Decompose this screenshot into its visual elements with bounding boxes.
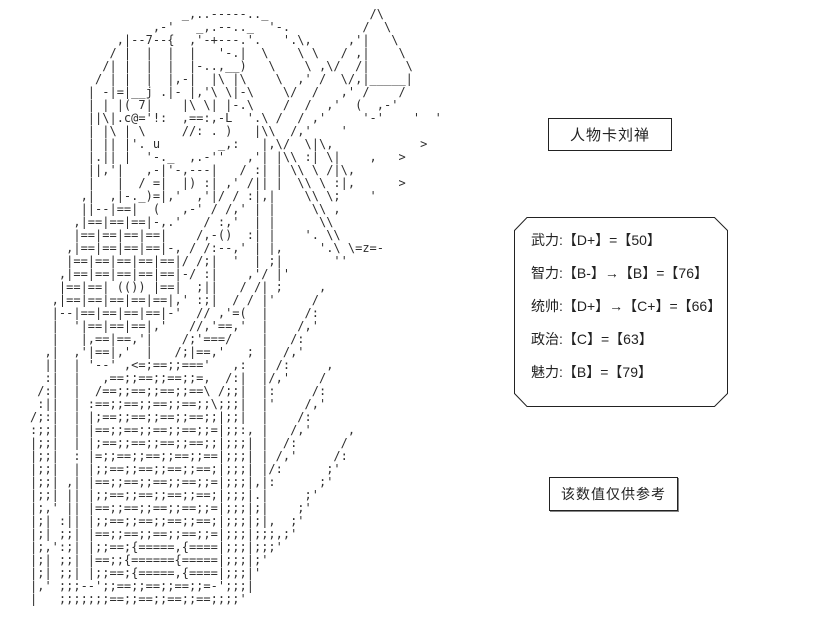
ascii-art: _,..-----.._ /\ ,-' _,.--.._ '-. / \ ,|-…	[30, 7, 442, 606]
stats-box: 武力:【D+】=【50】 智力:【B-】→【B】=【76】 统帅:【D+】→【C…	[514, 217, 728, 407]
stat-line-charm: 魅力:【B】=【79】	[531, 364, 652, 380]
note-text: 该数值仅供参考	[561, 486, 666, 502]
note-box: 该数值仅供参考	[549, 477, 678, 511]
stats-box-border	[514, 217, 728, 407]
stat-line-intelligence: 智力:【B-】→【B】=【76】	[531, 265, 708, 281]
stat-line-command: 统帅:【D+】→【C+】=【66】	[531, 298, 722, 314]
stats-rows: 武力:【D+】=【50】 智力:【B-】→【B】=【76】 统帅:【D+】→【C…	[531, 230, 721, 383]
card-title: 人物卡刘禅	[569, 127, 650, 144]
character-card-title-box: 人物卡刘禅	[548, 118, 672, 151]
stat-line-military: 武力:【D+】=【50】	[531, 232, 661, 248]
stat-line-politics: 政治:【C】=【63】	[531, 331, 653, 347]
